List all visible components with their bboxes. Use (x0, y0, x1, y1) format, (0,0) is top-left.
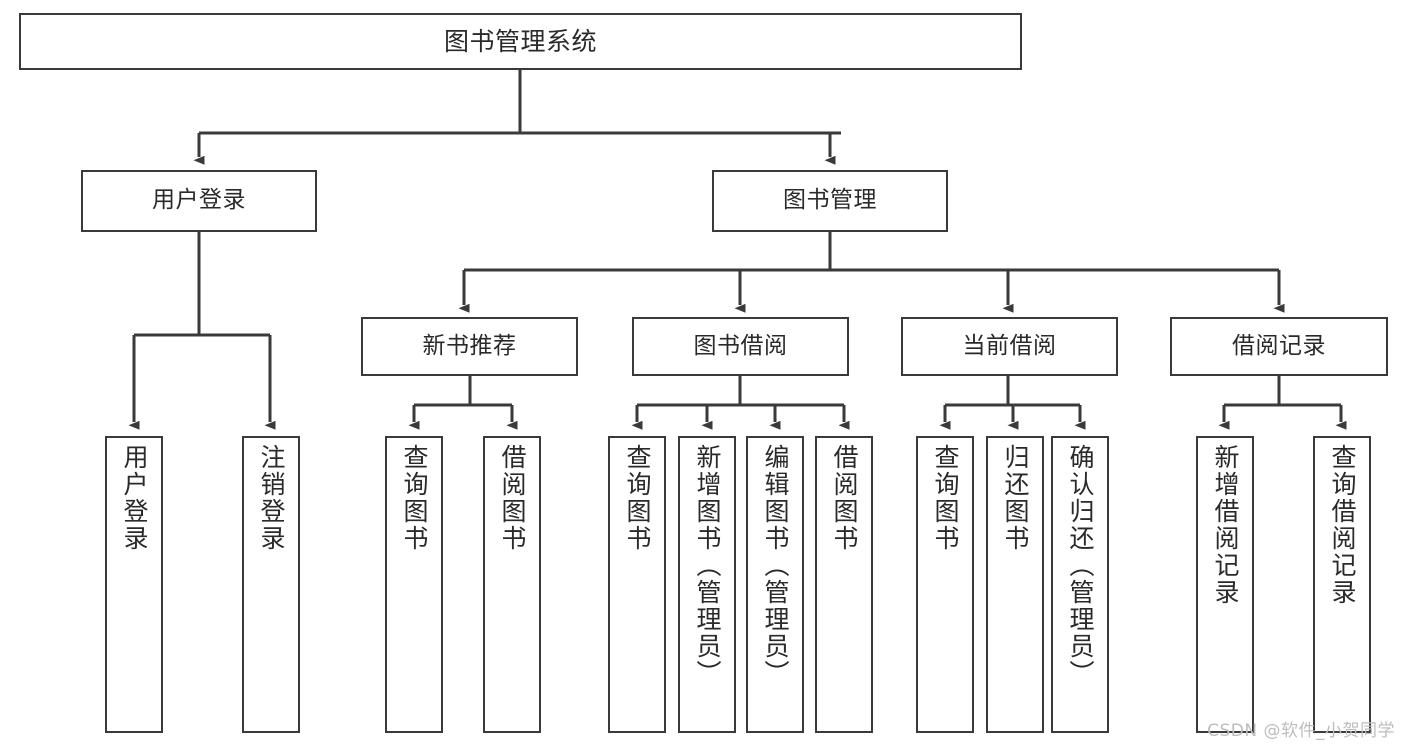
node-label: 查询图书 (931, 444, 960, 552)
csdn-watermark: CSDN @软件_小贺同学 (1207, 721, 1395, 741)
node-logout-leaf[interactable]: 注销登录 (242, 436, 300, 733)
node-label: 查询图书 (623, 444, 652, 552)
node-label: 当前借阅 (962, 332, 1057, 359)
node-label: 编辑图书（管理员） (761, 444, 790, 687)
node-root-system[interactable]: 图书管理系统 (19, 13, 1022, 70)
node-book-manage[interactable]: 图书管理 (712, 170, 948, 232)
node-borrow-books-2[interactable]: 借阅图书 (815, 436, 873, 733)
node-label: 新增借阅记录 (1211, 444, 1240, 606)
node-label: 用户登录 (120, 444, 149, 552)
node-label: 注销登录 (257, 444, 286, 552)
node-borrow-books-1[interactable]: 借阅图书 (483, 436, 541, 733)
node-label: 图书管理系统 (443, 26, 597, 56)
node-borrow-record[interactable]: 借阅记录 (1170, 317, 1388, 376)
node-book-borrow[interactable]: 图书借阅 (632, 317, 849, 376)
node-label: 新书推荐 (422, 332, 517, 359)
node-new-book-recommend[interactable]: 新书推荐 (361, 317, 578, 376)
node-query-books-2[interactable]: 查询图书 (608, 436, 666, 733)
node-label: 新增图书（管理员） (693, 444, 722, 687)
node-query-books-1[interactable]: 查询图书 (385, 436, 443, 733)
node-label: 图书管理 (783, 187, 877, 214)
node-query-books-3[interactable]: 查询图书 (916, 436, 974, 733)
node-add-borrow-record[interactable]: 新增借阅记录 (1196, 436, 1254, 733)
node-label: 借阅图书 (830, 444, 859, 552)
node-label: 查询借阅记录 (1328, 444, 1357, 606)
node-label: 查询图书 (400, 444, 429, 552)
node-label: 确认归还（管理员） (1066, 444, 1095, 687)
node-label: 借阅图书 (498, 444, 527, 552)
node-label: 用户登录 (152, 187, 246, 214)
node-current-borrow[interactable]: 当前借阅 (901, 317, 1118, 376)
node-label: 归还图书 (1001, 444, 1030, 552)
node-user-login-leaf[interactable]: 用户登录 (105, 436, 163, 733)
node-confirm-return-admin[interactable]: 确认归还（管理员） (1051, 436, 1109, 733)
node-label: 图书借阅 (693, 332, 788, 359)
node-query-borrow-record[interactable]: 查询借阅记录 (1313, 436, 1371, 733)
node-edit-book-admin[interactable]: 编辑图书（管理员） (746, 436, 804, 733)
node-return-books[interactable]: 归还图书 (986, 436, 1044, 733)
node-add-book-admin[interactable]: 新增图书（管理员） (678, 436, 736, 733)
node-user-login[interactable]: 用户登录 (81, 170, 317, 232)
node-label: 借阅记录 (1232, 332, 1326, 359)
